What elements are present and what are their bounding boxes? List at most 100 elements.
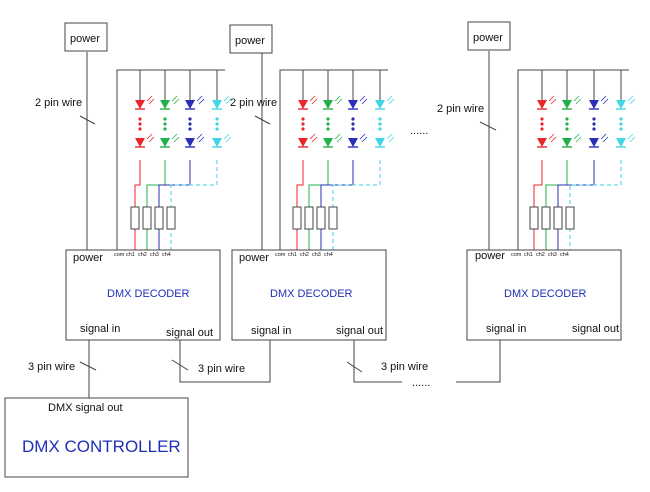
dot-icon <box>378 117 382 121</box>
decoder-1-title: DMX DECODER <box>107 288 190 300</box>
led-icon <box>348 138 358 147</box>
ch-label-ch4: ch4 <box>162 252 171 258</box>
dot-icon <box>326 122 330 126</box>
decoder-2-signal-in: signal in <box>251 325 291 337</box>
decoder-boxes <box>65 249 622 341</box>
channel-wire <box>569 160 622 250</box>
led-ray <box>627 133 634 140</box>
led-ray <box>309 133 316 140</box>
decoder-1-signal-in: signal in <box>80 323 120 335</box>
led-strip-1 <box>116 69 232 250</box>
dot-icon <box>215 117 219 121</box>
resistor-icon <box>529 206 539 230</box>
ch-label-ch3: ch3 <box>312 252 321 258</box>
led-ray <box>388 136 395 143</box>
power-label-3: power <box>473 32 503 44</box>
dot-icon <box>619 127 623 131</box>
led-ray <box>309 95 316 102</box>
channel-wire <box>332 160 381 250</box>
decoder-3-power-label: power <box>475 250 505 262</box>
channel-wire <box>320 160 354 250</box>
ch-label-ch3: ch3 <box>548 252 557 258</box>
dmx-signal-out-label: DMX signal out <box>48 402 123 414</box>
ch-label-ch3: ch3 <box>150 252 159 258</box>
channel-wire <box>557 160 595 250</box>
led-ray <box>602 98 609 105</box>
dot-icon <box>351 127 355 131</box>
channel-wire <box>170 160 218 250</box>
controller-title: DMX CONTROLLER <box>22 437 181 456</box>
led-ray <box>629 98 636 105</box>
dot-icon <box>592 117 596 121</box>
ch-label-com: com <box>114 252 125 258</box>
led-strips <box>116 69 636 250</box>
common-rail <box>517 69 629 250</box>
led-ray <box>146 95 153 102</box>
dot-icon <box>592 122 596 126</box>
led-icon <box>562 138 572 147</box>
two-pin-wire-label-1: 2 pin wire <box>35 97 82 109</box>
decoder-2-title: DMX DECODER <box>270 288 353 300</box>
wiring-lines <box>79 51 501 398</box>
led-icon <box>185 100 195 109</box>
dot-icon <box>540 127 544 131</box>
dot-icon <box>138 127 142 131</box>
led-ray <box>600 95 607 102</box>
dot-icon <box>540 122 544 126</box>
channel-wire <box>533 160 543 250</box>
dot-icon <box>138 122 142 126</box>
dot-icon <box>540 117 544 121</box>
power-label-1: power <box>70 33 100 45</box>
led-icon <box>212 100 222 109</box>
resistor-icon <box>553 206 563 230</box>
decoder-3-title: DMX DECODER <box>504 288 587 300</box>
dot-icon <box>565 127 569 131</box>
ch-label-ch2: ch2 <box>138 252 147 258</box>
resistor-icon <box>292 206 302 230</box>
dot-icon <box>188 117 192 121</box>
ch-label-com: com <box>275 252 286 258</box>
led-icon <box>375 100 385 109</box>
led-icon <box>323 138 333 147</box>
ch-label-ch2: ch2 <box>536 252 545 258</box>
dot-icon <box>301 117 305 121</box>
led-ray <box>386 95 393 102</box>
led-icon <box>298 100 308 109</box>
led-ray <box>336 136 343 143</box>
dot-icon <box>188 127 192 131</box>
dot-icon <box>565 122 569 126</box>
led-ray <box>334 95 341 102</box>
resistor-icon <box>541 206 551 230</box>
led-icon <box>589 138 599 147</box>
led-icon <box>375 138 385 147</box>
led-ray <box>575 98 582 105</box>
common-rail <box>279 69 388 250</box>
led-icon <box>160 138 170 147</box>
channel-labels-1: com ch1 ch2 ch3 ch4 <box>114 252 171 258</box>
led-ray <box>600 133 607 140</box>
led-icon <box>537 100 547 109</box>
led-icon <box>160 100 170 109</box>
led-ray <box>311 98 318 105</box>
led-ray <box>627 95 634 102</box>
dot-icon <box>351 117 355 121</box>
led-ray <box>550 98 557 105</box>
resistor-icon <box>304 206 314 230</box>
led-icon <box>589 100 599 109</box>
dot-icon <box>188 122 192 126</box>
dot-icon <box>215 122 219 126</box>
led-ray <box>336 98 343 105</box>
dot-icon <box>163 122 167 126</box>
ch-label-ch2: ch2 <box>300 252 309 258</box>
ellipsis-top: ...... <box>410 125 428 137</box>
led-ray <box>223 95 230 102</box>
dot-icon <box>326 127 330 131</box>
led-ray <box>629 136 636 143</box>
led-ray <box>173 136 180 143</box>
dot-icon <box>619 117 623 121</box>
resistor-icon <box>154 206 164 230</box>
led-ray <box>225 136 232 143</box>
led-icon <box>562 100 572 109</box>
led-ray <box>386 133 393 140</box>
